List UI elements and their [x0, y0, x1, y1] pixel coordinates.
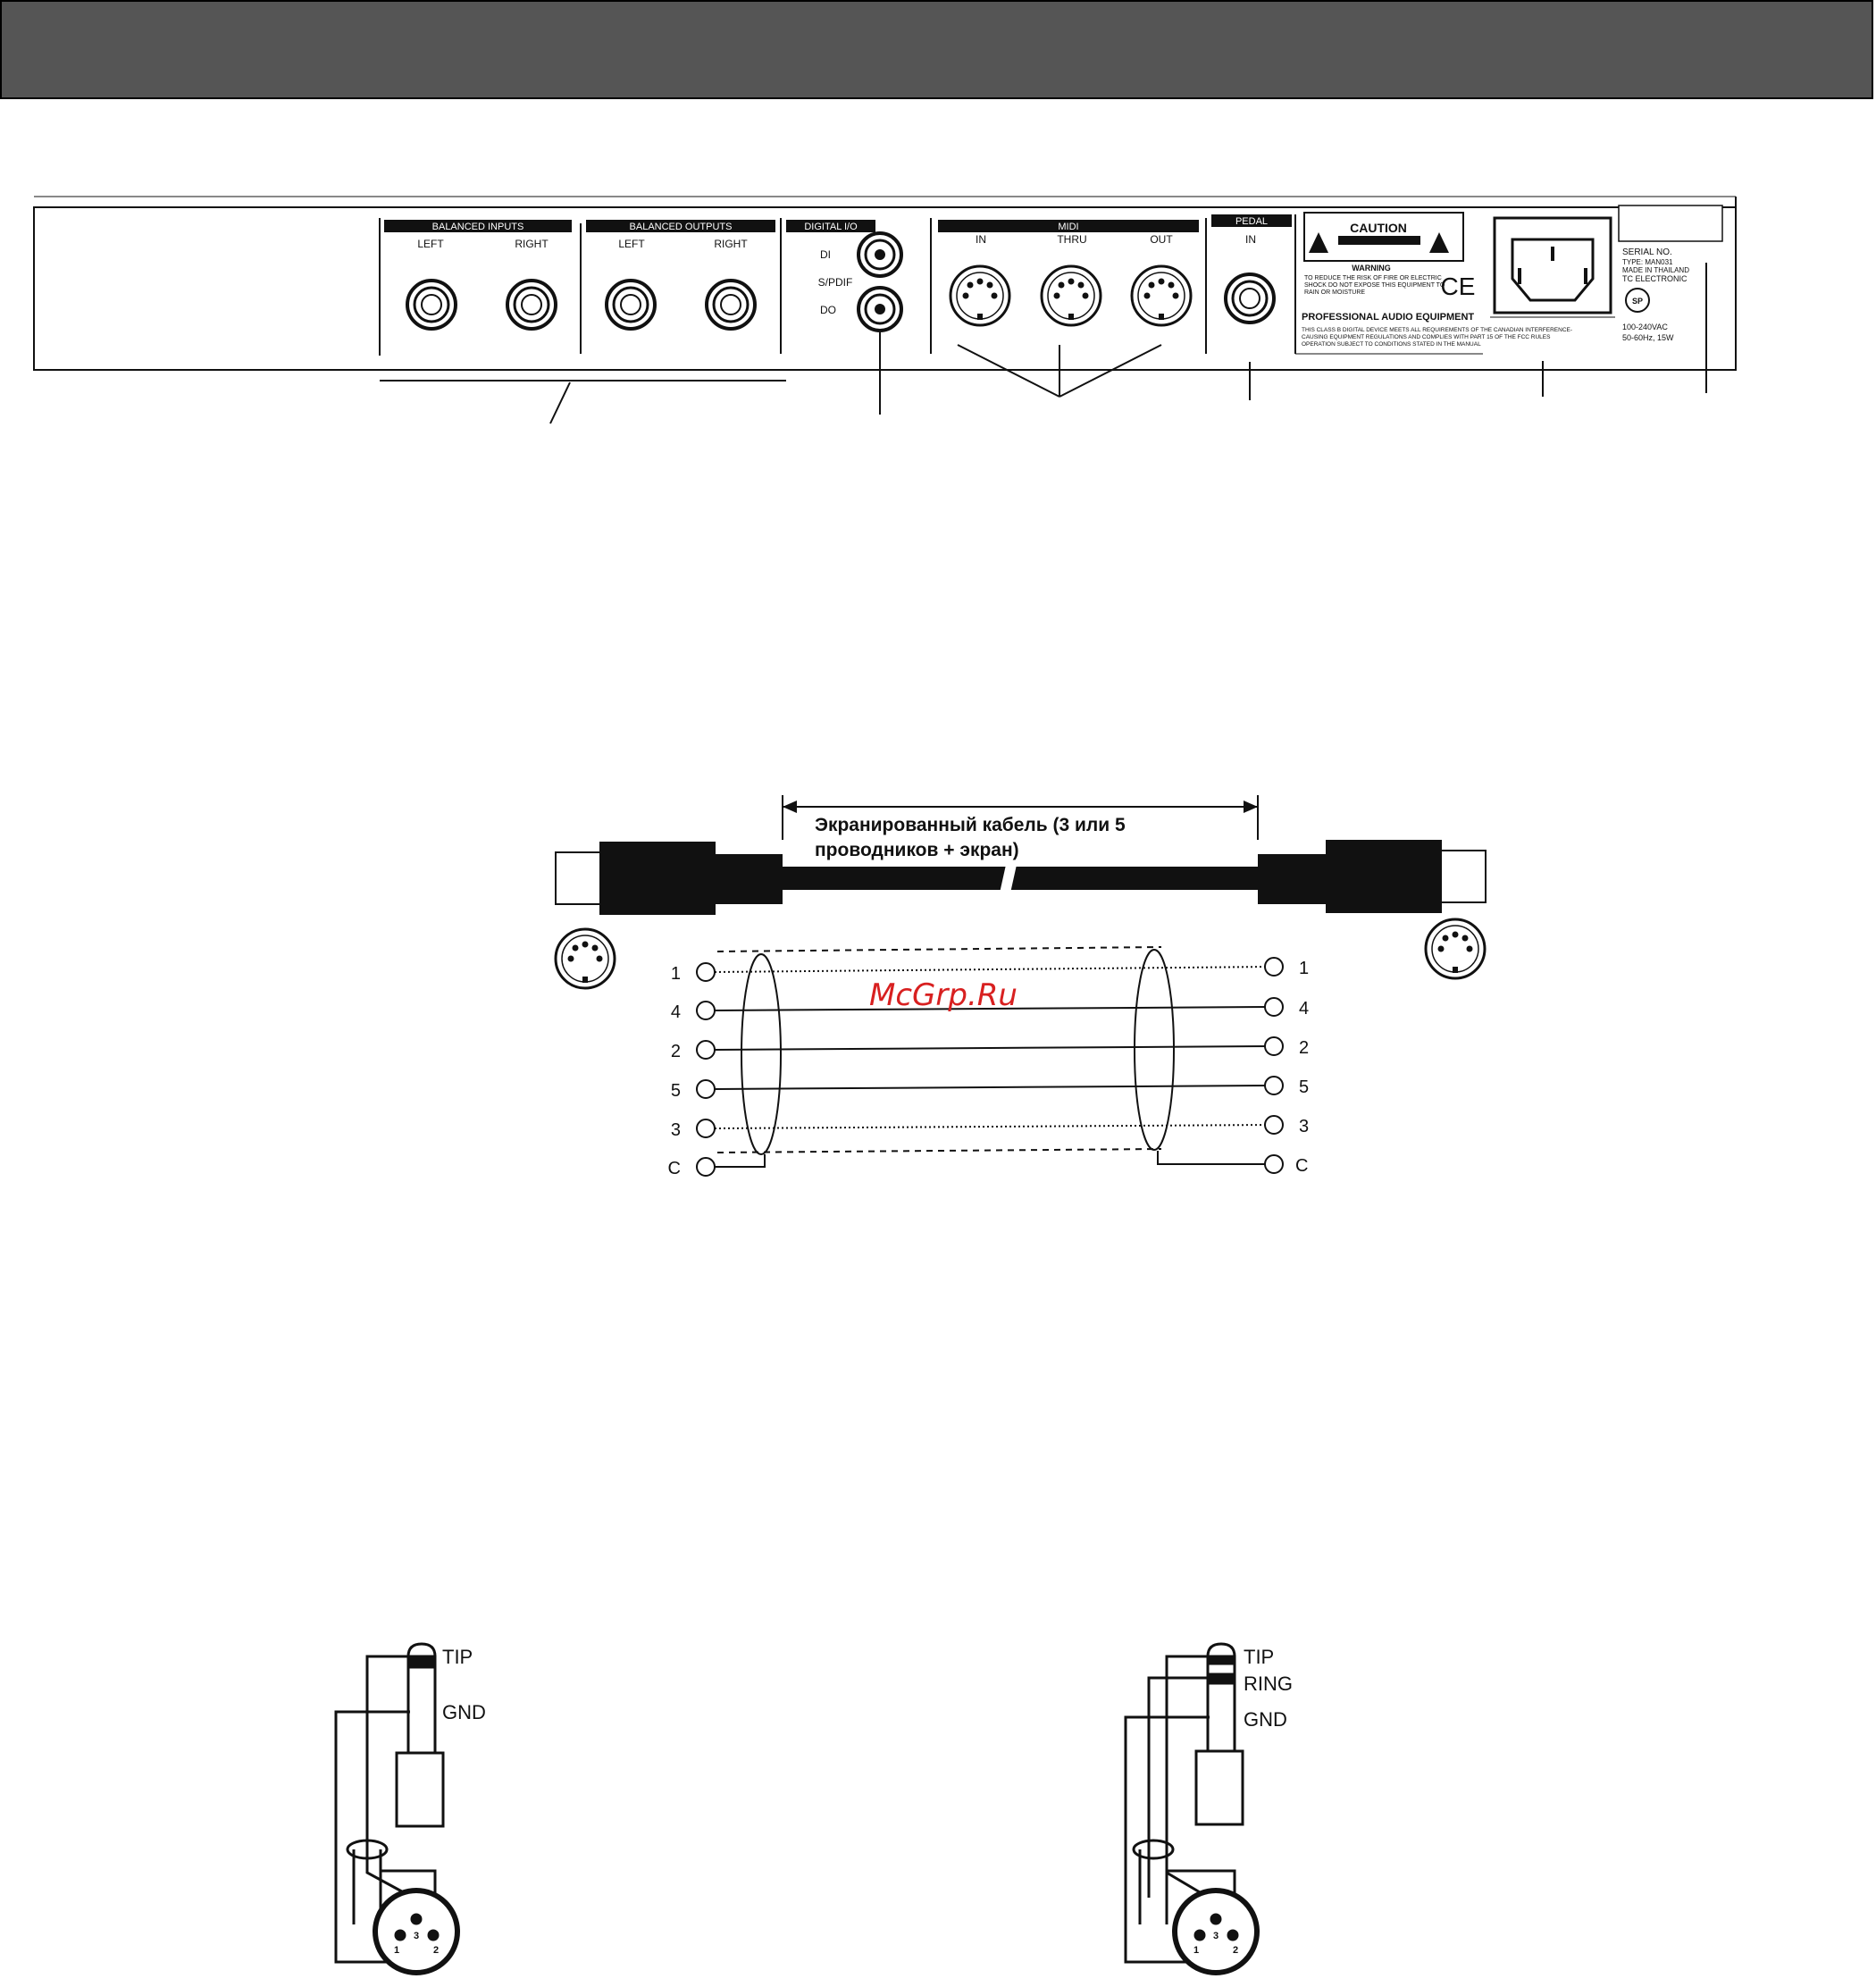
caution-label: CAUTION	[1350, 221, 1407, 235]
stereo-xlr-pin-label: 3	[1213, 1931, 1219, 1941]
stereo-jack-xlr-diagram	[1124, 1642, 1260, 1975]
cable-label-line1: Экранированный кабель (3 или 5	[815, 815, 1126, 835]
power-label: 50-60Hz, 15W	[1622, 333, 1674, 342]
mono-tip-label: TIP	[442, 1646, 473, 1668]
output-left-jack[interactable]	[605, 279, 657, 331]
output-left-label: LEFT	[618, 238, 645, 250]
output-right-jack[interactable]	[705, 279, 757, 331]
midi-thru-socket[interactable]	[1040, 264, 1102, 327]
balanced-inputs-section: BALANCED INPUTS LEFT RIGHT	[379, 218, 582, 356]
pedal-title: PEDAL	[1235, 216, 1268, 227]
spdif-label: S/PDIF	[818, 276, 853, 289]
left-pins: 1 4 2 5 3 C	[668, 962, 716, 1178]
svg-text:SP: SP	[1632, 297, 1643, 306]
di-label: DI	[820, 248, 831, 261]
compliance-text-2: CAUSING EQUIPMENT REGULATIONS AND COMPLI…	[1302, 334, 1551, 340]
type-label: TYPE: MAN031	[1622, 258, 1673, 266]
right-pin-label: 5	[1299, 1077, 1309, 1097]
warning-triangle-icon	[1429, 232, 1449, 253]
serial-label: SERIAL NO.	[1622, 247, 1672, 257]
warning-triangle-icon	[1309, 232, 1328, 253]
input-right-label: RIGHT	[515, 238, 549, 250]
midi-out-label: OUT	[1150, 233, 1173, 246]
left-din-connector-icon	[554, 927, 616, 990]
stereo-gnd-label: GND	[1244, 1708, 1287, 1731]
pro-audio-label: PROFESSIONAL AUDIO EQUIPMENT	[1302, 312, 1474, 323]
label-plate: CAUTION WARNING TO REDUCE THE RISK OF FI…	[1295, 212, 1572, 355]
warning-text-1: TO REDUCE THE RISK OF FIRE OR ELECTRIC	[1304, 275, 1442, 281]
maker-label: TC ELECTRONIC	[1622, 274, 1688, 283]
voltage-label: 100-240VAC	[1622, 323, 1668, 331]
warning-label: WARNING	[1352, 264, 1391, 272]
left-plug-tip	[555, 851, 601, 905]
csa-logo	[1625, 288, 1650, 313]
ce-mark: CE	[1441, 272, 1476, 300]
mono-xlr-pin-label: 3	[414, 1931, 419, 1941]
balanced-outputs-title: BALANCED OUTPUTS	[630, 222, 733, 232]
right-din-connector-icon	[1424, 918, 1487, 980]
right-pin-label: C	[1295, 1156, 1308, 1176]
left-pin-label: 1	[671, 964, 681, 984]
left-plug-body	[599, 842, 716, 915]
iec-socket[interactable]	[1511, 238, 1595, 302]
midi-out-socket[interactable]	[1130, 264, 1193, 327]
right-pin-label: 1	[1299, 959, 1309, 978]
stereo-xlr-pin-label: 2	[1233, 1945, 1238, 1956]
digital-io-title: DIGITAL I/O	[804, 222, 858, 232]
right-plug-tip	[1440, 850, 1487, 903]
serial-plate: SERIAL NO. TYPE: MAN031 MADE IN THAILAND…	[1618, 205, 1723, 342]
right-pin-label: 3	[1299, 1117, 1309, 1136]
output-right-label: RIGHT	[714, 238, 748, 250]
cable-label-line2: проводников + экран)	[815, 840, 1019, 860]
compliance-text-3: OPERATION SUBJECT TO CONDITIONS STATED I…	[1302, 341, 1481, 348]
right-pins: 1 4 2 5 3 C	[1264, 957, 1309, 1176]
warning-text-3: RAIN OR MOISTURE	[1304, 289, 1365, 296]
mono-gnd-label: GND	[442, 1701, 486, 1723]
input-left-jack[interactable]	[406, 279, 457, 331]
midi-section: MIDI IN THRU OUT	[938, 218, 1207, 354]
left-pin-label: 2	[671, 1042, 681, 1061]
input-left-label: LEFT	[417, 238, 444, 250]
pedal-in-label: IN	[1245, 233, 1256, 246]
right-pin-label: 4	[1299, 999, 1309, 1019]
left-pin-label: 4	[671, 1002, 681, 1022]
mono-jack-xlr-diagram	[334, 1642, 460, 1975]
watermark-text: McGrp.Ru	[869, 977, 1018, 1013]
left-pin-label: 5	[671, 1081, 681, 1101]
midi-cable-diagram: Экранированный кабель (3 или 5 проводник…	[554, 795, 1487, 1178]
pedal-section: PEDAL IN	[1211, 214, 1296, 354]
cable-body	[783, 867, 1260, 890]
rear-panel: BALANCED INPUTS LEFT RIGHT BALANCED OUTP…	[33, 196, 1737, 424]
midi-in-label: IN	[976, 233, 986, 246]
midi-title: MIDI	[1058, 222, 1078, 232]
left-pin-label: C	[668, 1159, 681, 1178]
right-plug-body	[1326, 840, 1442, 913]
page-header-bar	[0, 0, 1873, 99]
balanced-outputs-section: BALANCED OUTPUTS LEFT RIGHT	[586, 218, 782, 354]
midi-thru-label: THRU	[1057, 233, 1086, 246]
compliance-text-1: THIS CLASS B DIGITAL DEVICE MEETS ALL RE…	[1302, 327, 1572, 333]
digital-io-section: DIGITAL I/O DI S/PDIF DO	[786, 218, 932, 354]
digital-in-rca[interactable]	[857, 231, 903, 278]
input-right-jack[interactable]	[506, 279, 557, 331]
do-label: DO	[820, 304, 836, 316]
callout-lines	[380, 263, 1707, 424]
power-inlet	[1490, 216, 1615, 318]
mono-xlr-pin-label: 2	[433, 1945, 439, 1956]
pedal-in-jack[interactable]	[1224, 272, 1276, 324]
midi-in-socket[interactable]	[949, 264, 1011, 327]
stereo-xlr-pin-label: 1	[1193, 1945, 1199, 1956]
made-in-label: MADE IN THAILAND	[1622, 266, 1689, 274]
mono-xlr-pin-label: 1	[394, 1945, 399, 1956]
left-pin-label: 3	[671, 1120, 681, 1140]
stereo-ring-label: RING	[1244, 1673, 1293, 1695]
digital-out-rca[interactable]	[857, 286, 903, 332]
warning-text-2: SHOCK DO NOT EXPOSE THIS EQUIPMENT TO	[1304, 282, 1445, 289]
right-pin-label: 2	[1299, 1038, 1309, 1058]
stereo-tip-label: TIP	[1244, 1646, 1274, 1668]
pin-wiring	[714, 946, 1273, 1168]
balanced-inputs-title: BALANCED INPUTS	[432, 222, 524, 232]
